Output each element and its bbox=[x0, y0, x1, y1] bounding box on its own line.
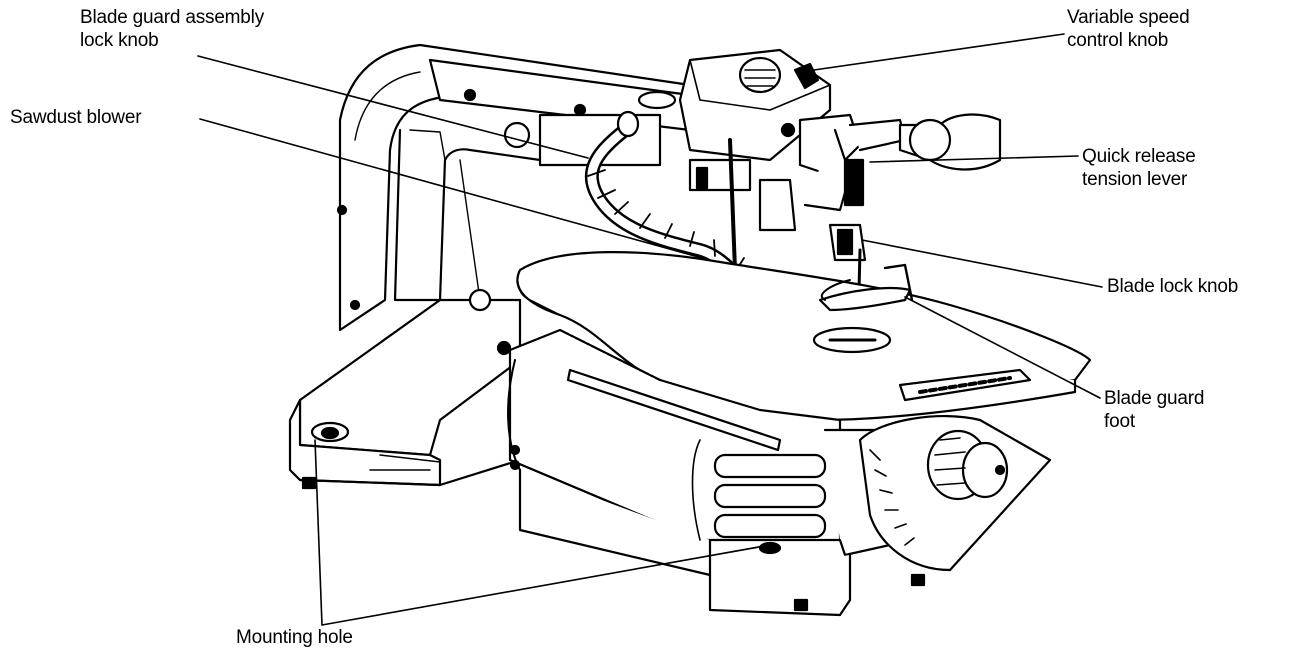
saw-table bbox=[516, 251, 1092, 422]
saw-base bbox=[288, 298, 522, 490]
blade-guard-foot bbox=[818, 263, 914, 312]
bevel-scale-assembly bbox=[858, 414, 1052, 572]
label-line: Blade lock knob bbox=[1107, 276, 1239, 297]
leader-lines bbox=[197, 33, 1103, 626]
blade-guard-assembly bbox=[688, 138, 867, 332]
label-line: Variable speed bbox=[1067, 7, 1190, 28]
label-blade-guard-assembly-lock-knob: Blade guard assembly lock knob bbox=[80, 6, 264, 52]
label-line: Quick release bbox=[1082, 146, 1196, 167]
leader-sawdust-blower bbox=[199, 118, 703, 259]
leader-quick-release-tension-lever bbox=[869, 155, 1079, 163]
label-variable-speed-control-knob: Variable speed control knob bbox=[1067, 6, 1190, 52]
leader-blade-guard-foot bbox=[904, 296, 1101, 399]
leader-blade-guard-assembly-lock-knob bbox=[197, 55, 589, 159]
upper-arm-head bbox=[678, 48, 1002, 212]
label-mounting-hole: Mounting hole bbox=[236, 626, 353, 649]
label-quick-release-tension-lever: Quick release tension lever bbox=[1082, 145, 1196, 191]
label-line: tension lever bbox=[1082, 169, 1188, 190]
leader-mounting-hole-left bbox=[314, 439, 323, 626]
label-line: Mounting hole bbox=[236, 627, 353, 648]
label-line: Blade guard assembly bbox=[80, 7, 264, 28]
label-blade-lock-knob: Blade lock knob bbox=[1107, 275, 1238, 298]
leader-variable-speed-control-knob bbox=[799, 33, 1065, 73]
label-line: control knob bbox=[1067, 30, 1169, 51]
label-blade-guard-foot: Blade guard foot bbox=[1104, 387, 1204, 433]
label-line: foot bbox=[1104, 411, 1135, 432]
label-line: Sawdust blower bbox=[10, 107, 142, 128]
label-sawdust-blower: Sawdust blower bbox=[10, 106, 142, 129]
leader-blade-lock-knob bbox=[861, 239, 1103, 288]
label-line: Blade guard bbox=[1104, 388, 1205, 409]
label-line: lock knob bbox=[80, 30, 159, 51]
leader-mounting-hole-right bbox=[321, 544, 771, 626]
